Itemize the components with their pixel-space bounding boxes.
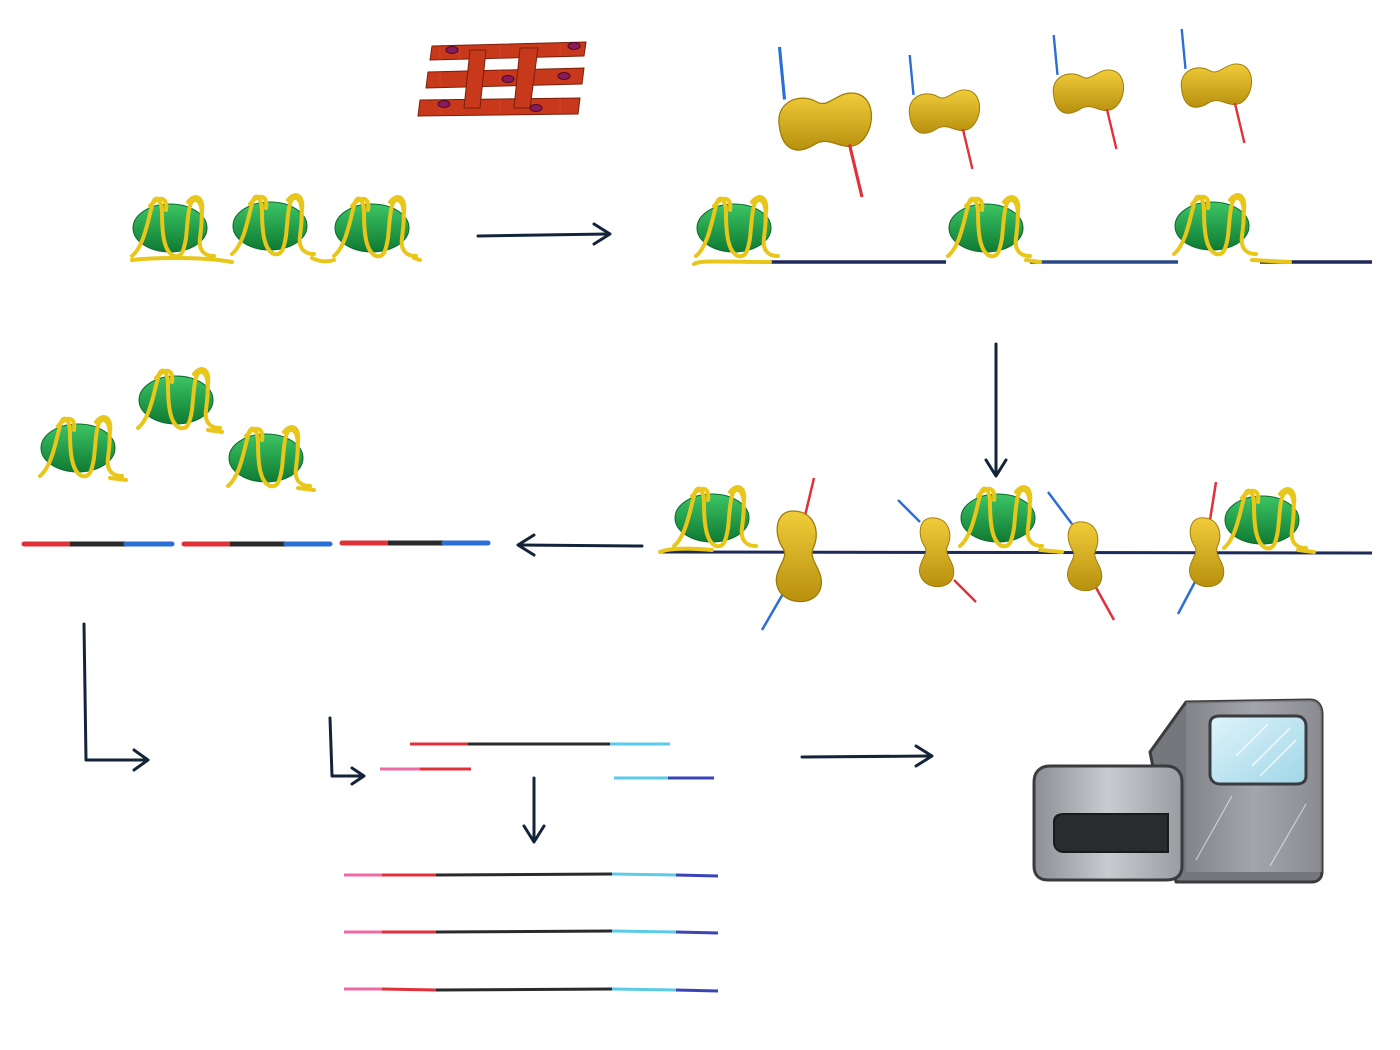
tagged-fragments: [21, 540, 491, 547]
nucleosome-icon: [230, 193, 316, 257]
arrow-left: [516, 533, 644, 557]
nucleosome-icon: [946, 195, 1032, 259]
tn5-transposase-icon: [908, 53, 981, 171]
arrow-down: [984, 342, 1008, 478]
library-fragment: [344, 987, 719, 993]
arrow-right: [476, 222, 612, 246]
tagmentation: [658, 477, 1373, 631]
nucleosome-icon: [130, 195, 216, 259]
nucleosome-icon: [332, 195, 418, 259]
released-nucleosomes: [38, 367, 316, 492]
arrow-right: [800, 744, 934, 768]
nucleosome-icon: [226, 425, 312, 489]
nucleosome-icon: [694, 195, 780, 259]
sequencer-icon: [1032, 698, 1324, 884]
tn5-transposase-icon: [1052, 33, 1125, 151]
open-chromatin: [692, 193, 1372, 266]
tn5-transposase-icon: [777, 45, 874, 199]
nucleosome-icon: [1222, 487, 1308, 551]
nucleosome-icon: [958, 485, 1044, 549]
nucleosome-icon: [1172, 193, 1258, 257]
tn5-transposase-icon: [775, 510, 823, 603]
nucleosome-icon: [136, 367, 222, 431]
nucleosome-icon: [672, 485, 758, 549]
arrow-elbow-small: [328, 716, 366, 786]
tn5-transposase-icon: [1067, 521, 1103, 592]
cells-icon: [417, 41, 587, 117]
arrow-elbow: [82, 622, 150, 772]
arrow-down: [522, 776, 546, 844]
library-fragment: [344, 929, 719, 935]
pcr-primers: [380, 742, 714, 780]
tn5-transposomes: [777, 27, 1253, 199]
tn5-transposase-icon: [1180, 27, 1253, 145]
compact-chromatin: [130, 193, 422, 264]
amplified-library: [344, 872, 719, 993]
library-fragment: [344, 872, 719, 878]
nucleosome-icon: [38, 415, 124, 479]
